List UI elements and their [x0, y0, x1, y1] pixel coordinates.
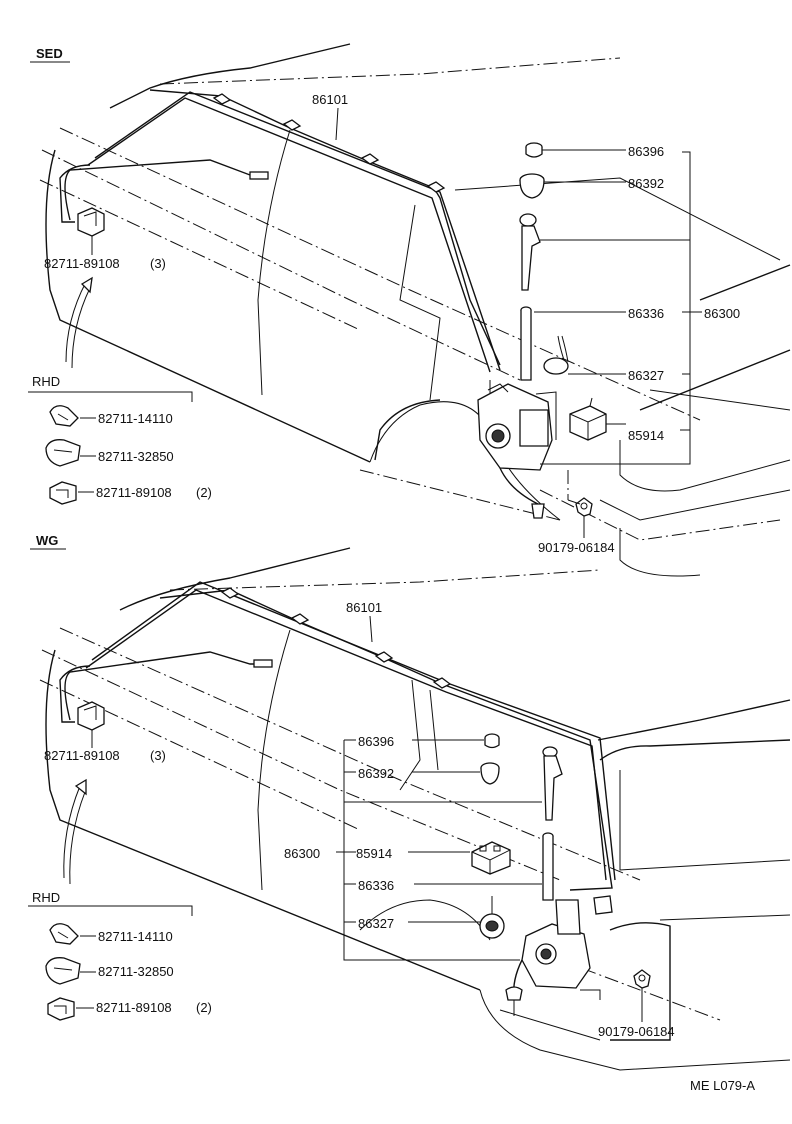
wg-label-bezel: 86392 [358, 766, 394, 781]
sed-rhd-clamp-c-icon [49, 481, 77, 505]
wg-rhd-clamp-b-icon [45, 957, 81, 985]
sed-rhd-clamp-b-icon [45, 439, 81, 467]
wg-rhd-label-clamp-c-qty: (2) [196, 1000, 212, 1015]
wg-section-title: WG [36, 533, 58, 548]
sed-rhd-label-clamp-c: 82711-89108 [96, 485, 172, 500]
sed-section: SED [28, 43, 791, 577]
wg-rhd-clamp-a-icon [49, 923, 79, 945]
sed-label-cap: 86396 [628, 144, 664, 159]
sed-rhd-bracket [28, 391, 193, 402]
wg-cord-clip-4 [432, 677, 452, 689]
sed-label-clamp-3-qty: (3) [150, 256, 166, 271]
sed-nut-icon [575, 497, 593, 517]
sed-bezel-icon [519, 173, 545, 199]
sed-label-bezel: 86392 [628, 176, 664, 191]
sed-rhd-label-clamp-a: 82711-14110 [98, 411, 173, 426]
sed-cord-plug [249, 171, 269, 180]
wg-cord-clamp-icon [77, 701, 105, 731]
sed-mast-icon [520, 306, 532, 381]
sed-label-cord: 86101 [312, 92, 348, 107]
wg-label-relay: 85914 [356, 846, 392, 861]
sed-label-motor-cover: 86327 [628, 368, 664, 383]
wg-rhd-label-clamp-a: 82711-14110 [98, 929, 173, 944]
sed-section-title: SED [36, 46, 63, 61]
wg-car-body [39, 547, 791, 1071]
wg-label-clamp-3: 82711-89108 [44, 748, 120, 763]
sed-rhd-clamp-a-icon [49, 405, 79, 427]
wg-rhd-bracket [28, 905, 193, 916]
sed-label-nut: 90179-06184 [538, 540, 615, 555]
wg-cord-clip-3 [374, 651, 394, 663]
wg-mast-upper-icon [542, 746, 563, 821]
wg-mast-icon [542, 832, 554, 901]
wg-label-clamp-3-qty: (3) [150, 748, 166, 763]
sed-rhd-arrow [65, 281, 87, 363]
wg-rhd-clamp-c-icon [47, 997, 75, 1021]
wg-motor-cover-icon [479, 896, 505, 939]
sed-relay-icon [569, 397, 607, 441]
wg-label-mast: 86336 [358, 878, 394, 893]
wg-cord-clip-2 [290, 613, 310, 625]
wg-rhd-arrowhead [74, 778, 87, 796]
sed-label-antenna-assy: 86300 [704, 306, 740, 321]
wg-nut-icon [633, 969, 651, 989]
wg-motor-assy-icon [505, 895, 613, 1016]
wg-bezel-icon [480, 762, 500, 785]
sed-assembly-bracket [540, 151, 691, 465]
wg-label-motor-cover: 86327 [358, 916, 394, 931]
wg-cord-clip-1 [220, 587, 240, 599]
sed-rhd-arrowhead [80, 276, 93, 294]
wg-rhd-label-clamp-b: 82711-32850 [98, 964, 174, 979]
wg-rhd-label-clamp-c: 82711-89108 [96, 1000, 172, 1015]
diagram-code: ME L079-A [690, 1078, 755, 1093]
sed-cord-clip-2 [282, 119, 302, 131]
sed-cord-clip-1 [212, 93, 232, 105]
sed-cord-clip-3 [360, 153, 380, 165]
wg-label-antenna-assy: 86300 [284, 846, 320, 861]
sed-mast-upper-icon [519, 213, 541, 291]
wg-label-cap: 86396 [358, 734, 394, 749]
wg-cord-plug [253, 659, 273, 668]
sed-rhd-label-clamp-c-qty: (2) [196, 485, 212, 500]
sed-label-relay: 85914 [628, 428, 664, 443]
wg-label-cord: 86101 [346, 600, 382, 615]
wg-antenna-cord [59, 587, 613, 891]
sed-leader-cord [335, 107, 339, 141]
wg-relay-icon [471, 841, 511, 875]
sed-label-mast: 86336 [628, 306, 664, 321]
sed-rhd-label: RHD [32, 374, 60, 389]
wg-section: WG [28, 533, 791, 1071]
sed-antenna-cord [59, 89, 501, 366]
sed-motor-assy-icon [477, 383, 557, 519]
wg-rhd-label: RHD [32, 890, 60, 905]
wg-label-nut: 90179-06184 [598, 1024, 675, 1039]
sed-cord-clip-4 [426, 181, 446, 193]
sed-car-body [39, 43, 791, 577]
sed-cap-icon [525, 142, 543, 158]
wg-assembly-bracket [343, 740, 520, 961]
sed-cord-clamp-icon [77, 207, 105, 237]
wg-leader-cord [369, 615, 373, 643]
wg-cap-icon [484, 733, 500, 749]
wg-rhd-arrow [63, 785, 81, 879]
sed-label-clamp-3: 82711-89108 [44, 256, 120, 271]
sed-rhd-label-clamp-b: 82711-32850 [98, 449, 174, 464]
sed-motor-cover-icon [543, 335, 569, 375]
